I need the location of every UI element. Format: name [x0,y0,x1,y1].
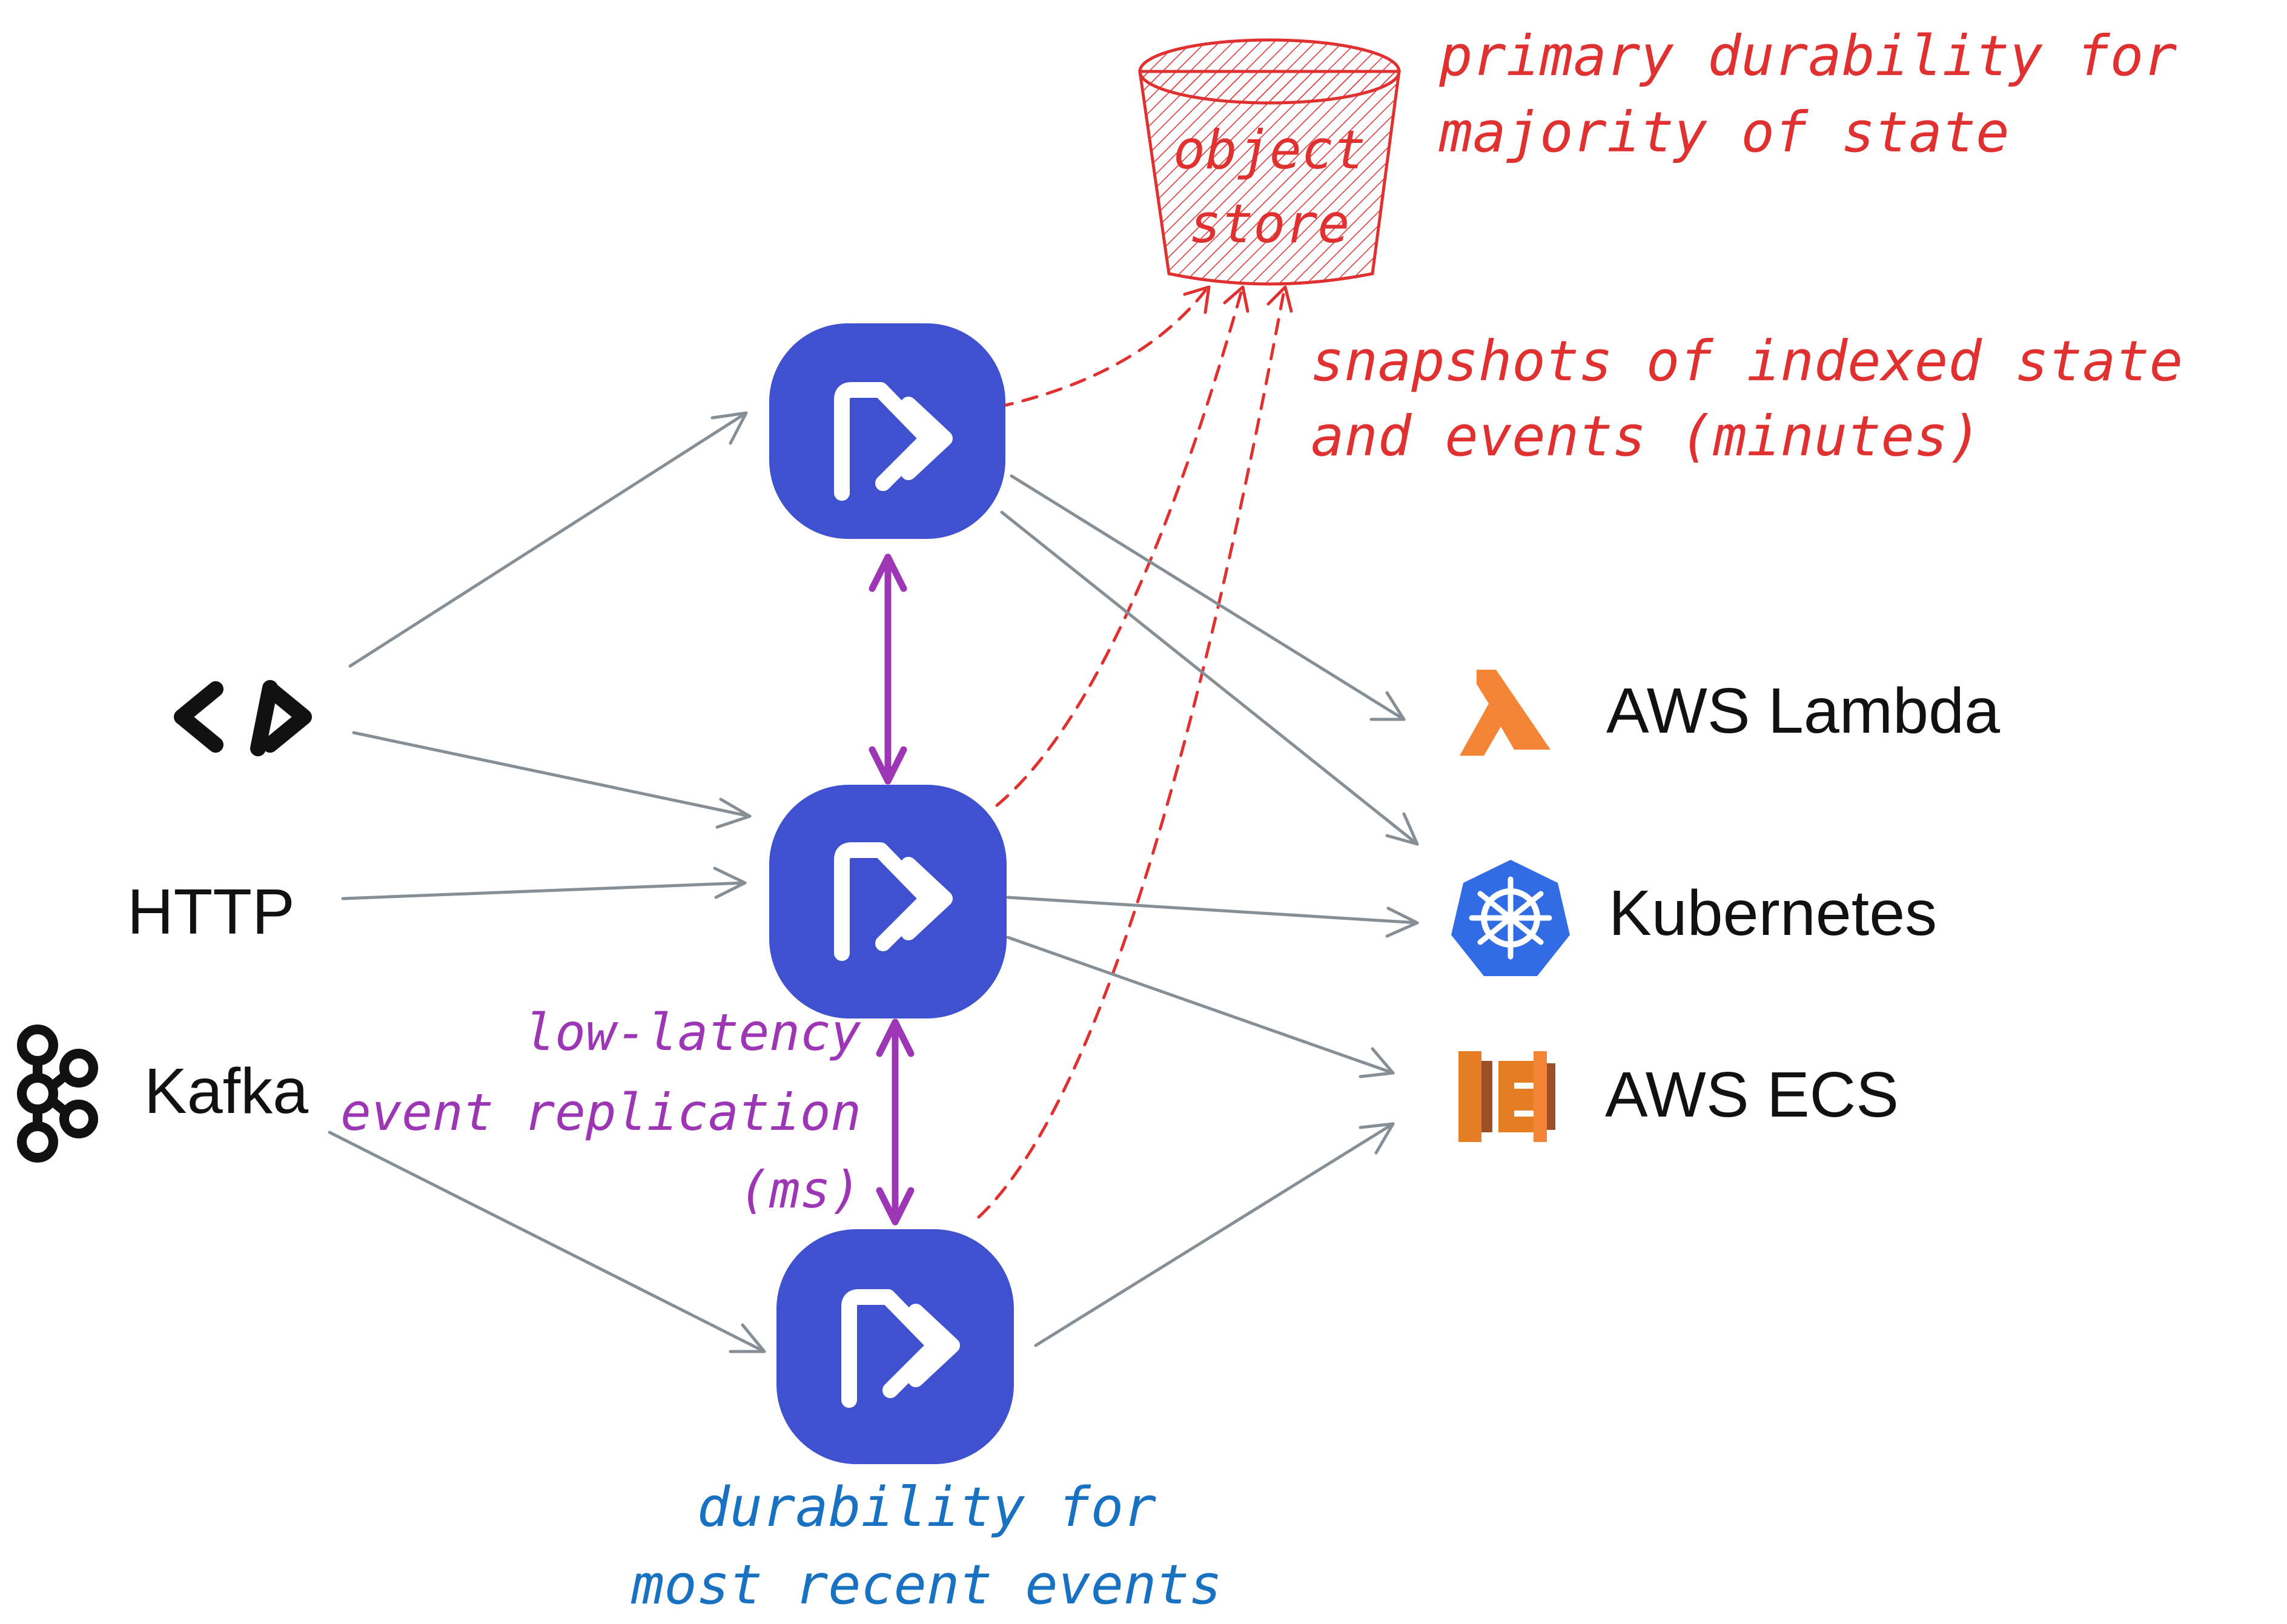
input-arrow-code-to-middle [352,731,752,829]
target-ecs-label: AWS ECS [1605,1059,1899,1131]
snapshot-arrow-middle [995,285,1249,807]
input-arrow-http-to-middle [341,866,747,900]
object-store-label-line2: store [1190,193,1350,255]
durability-note-line2: most recent events [630,1553,1222,1617]
object-store-label-line1: object [1173,119,1366,181]
engine-node-top[interactable] [769,323,1005,539]
output-arrow-middle-to-ecs [1006,936,1395,1078]
replication-arrow-middle-bottom[interactable] [876,1018,915,1226]
replication-note-line2: event replication [340,1083,861,1142]
source-http-label: HTTP [127,876,295,948]
snapshot-arrow-top [996,285,1211,409]
object-store-bucket: object store [1138,38,1401,286]
engine-node-middle[interactable] [769,785,1007,1018]
output-arrow-top-to-kubernetes [1000,510,1419,846]
durability-note-line1: durability for [697,1476,1157,1539]
input-arrow-code-to-top [348,411,748,668]
output-arrow-top-to-lambda [1010,474,1406,721]
target-kubernetes-label: Kubernetes [1609,877,1937,949]
input-arrow-kafka-to-bottom [328,1131,766,1353]
code-icon [174,680,312,756]
object-store-note-line2: majority of state [1438,100,2010,165]
engine-node-bottom[interactable] [776,1229,1014,1464]
replication-note-line3: (ms) [739,1160,861,1220]
replication-note-line1: low-latency [525,1003,862,1062]
snapshot-arrow-bottom [977,285,1293,1219]
replication-arrow-top-middle[interactable] [869,553,907,785]
kafka-icon [17,1025,98,1163]
lambda-icon [1460,670,1551,756]
output-arrow-bottom-to-ecs [1034,1122,1395,1347]
snapshots-note-line2: and events (minutes) [1311,404,1982,469]
ecs-icon [1458,1051,1555,1142]
output-arrow-middle-to-kubernetes [1006,896,1419,938]
source-kafka-label: Kafka [144,1055,308,1127]
target-lambda-label: AWS Lambda [1606,675,2000,747]
object-store-note-line1: primary durability for [1438,24,2177,88]
kubernetes-icon [1451,860,1570,976]
snapshots-note-line1: snapshots of indexed state [1311,329,2183,394]
